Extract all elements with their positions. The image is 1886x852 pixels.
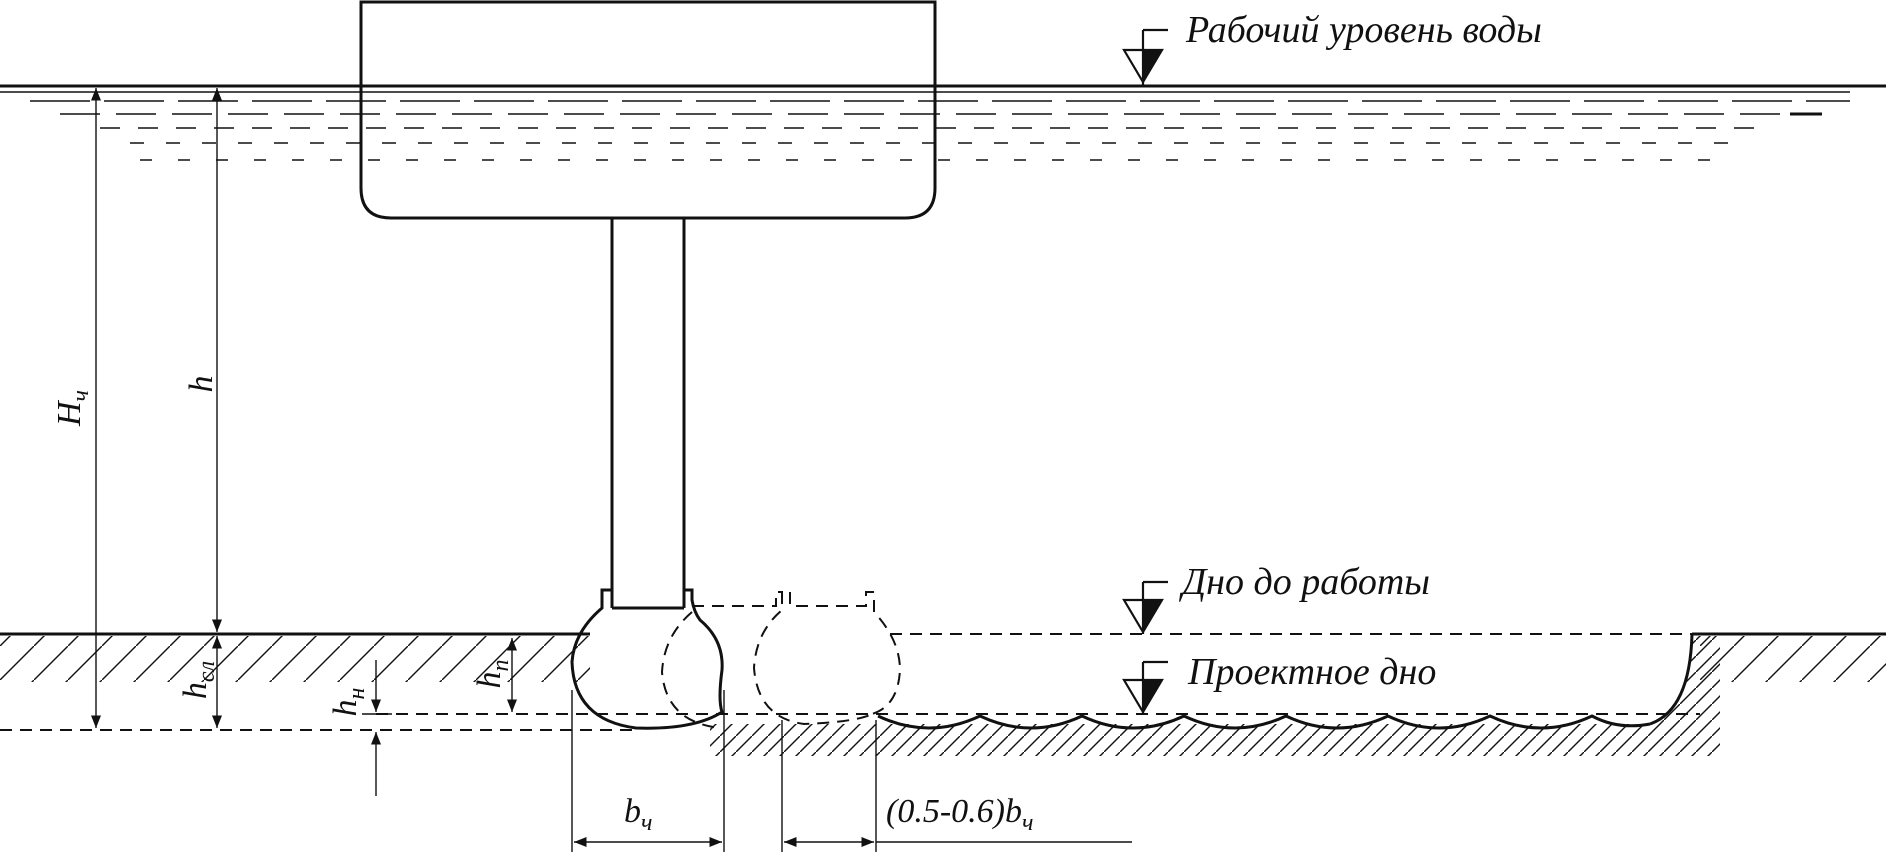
dim-h-label: h [183,376,220,393]
svg-text:hсл: hсл [177,661,220,699]
label-design-bottom: Проектное дно [1187,651,1436,693]
dim-step-label: (0.5-0.6)bч [886,793,1033,836]
dim-H-label: Hч [51,390,94,427]
dredger-hull [359,0,937,220]
scallop-cuts [877,633,1694,730]
level-marker-bottom-before [1122,580,1168,635]
suction-pipe [610,218,686,610]
level-marker-water [1122,28,1168,86]
dredge-head-ghost-2 [752,591,902,726]
svg-text:hн: hн [327,687,370,716]
water-surface [0,84,1886,161]
dim-b-label: bч [624,793,652,836]
dim-hp-label: hп [471,660,514,689]
dim-hn-label: hн [327,687,370,716]
svg-text:h: h [183,376,220,393]
svg-text:hп: hп [471,660,514,689]
label-bottom-before: Дно до работы [1179,561,1430,603]
dredge-head [570,588,724,730]
dim-hsl-label: hсл [177,661,220,699]
label-water-level: Рабочий уровень воды [1185,9,1542,51]
level-marker-design-bottom [1122,660,1168,715]
soil-layer [0,632,1886,756]
svg-text:Hч: Hч [51,390,94,427]
